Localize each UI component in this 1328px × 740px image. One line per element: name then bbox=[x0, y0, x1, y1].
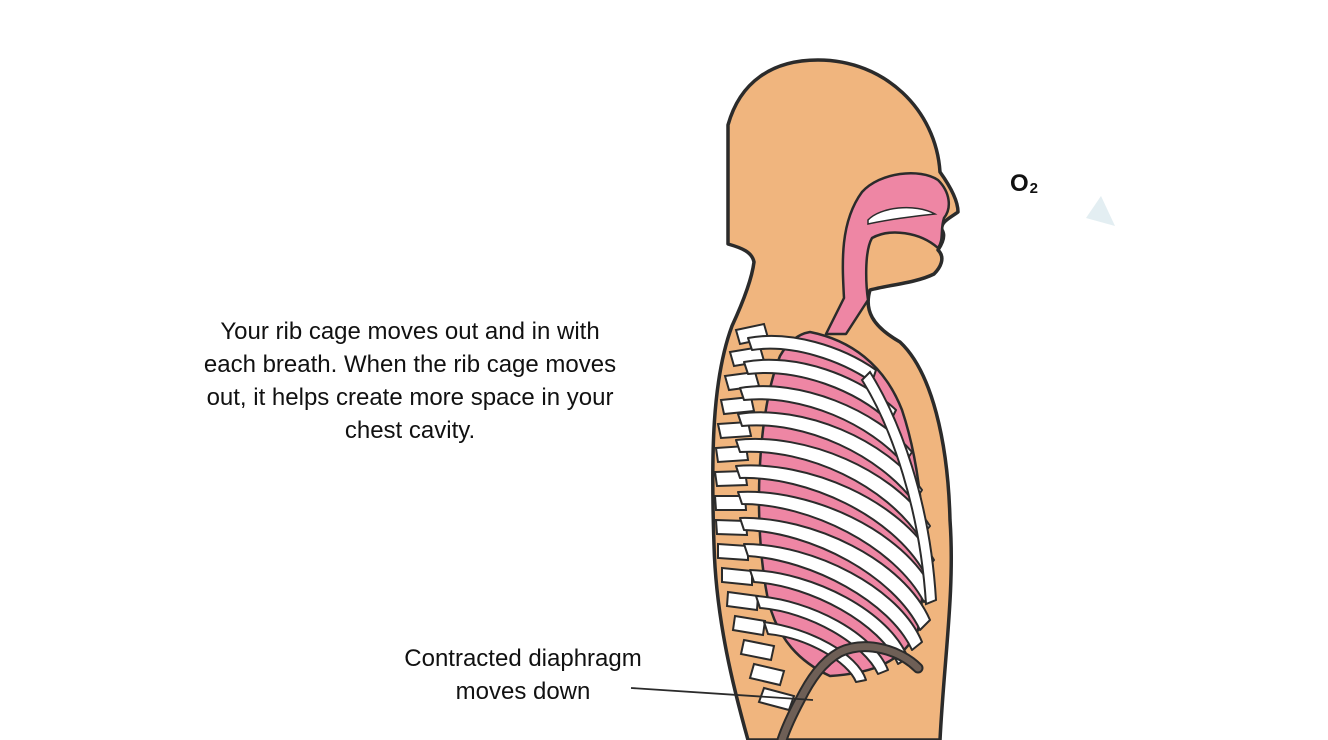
spine bbox=[713, 322, 796, 712]
oxygen-subscript: 2 bbox=[1029, 180, 1039, 197]
diaphragm-caption: Contracted diaphragm moves down bbox=[404, 645, 642, 705]
palate-highlight bbox=[867, 206, 938, 225]
sternum bbox=[860, 370, 938, 606]
rib-cage bbox=[735, 334, 935, 683]
airflow-arrow-icon bbox=[1086, 196, 1115, 226]
oxygen-symbol: O bbox=[1010, 170, 1029, 197]
rib-cage-caption: Your rib cage moves out and in with each… bbox=[203, 318, 617, 444]
diaphragm-fill bbox=[778, 643, 922, 740]
diaphragm-leader-line bbox=[630, 687, 814, 701]
oxygen-label: O2 bbox=[1010, 170, 1038, 198]
